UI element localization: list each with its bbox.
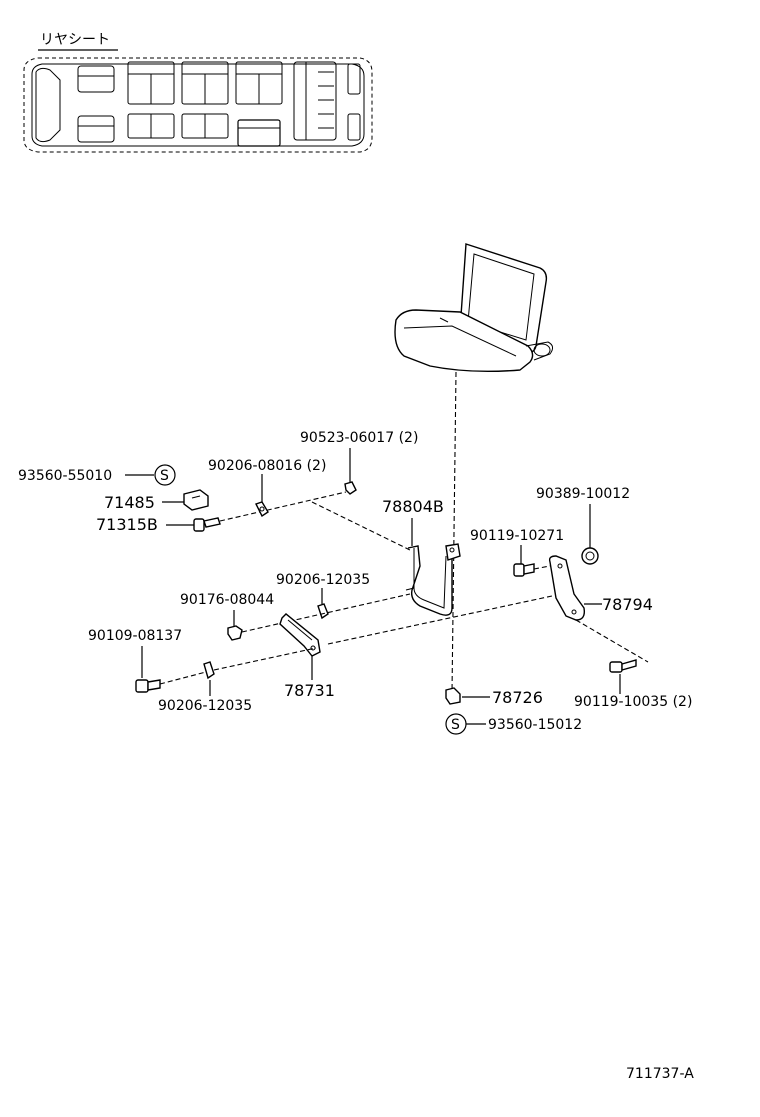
- label-71485: 71485: [104, 493, 155, 512]
- label-90206-12035-b: 90206-12035: [158, 698, 252, 714]
- label-90119-10271: 90119-10271: [470, 528, 564, 544]
- label-90389-10012: 90389-10012: [536, 486, 630, 502]
- stopper-78726-icon: [445, 687, 461, 705]
- s-marker-text: S: [160, 468, 169, 484]
- rear-seat-illustration: [394, 243, 554, 373]
- label-90523-06017: 90523-06017 (2): [300, 430, 418, 446]
- s-marker-icon: [154, 464, 176, 486]
- seat-cover-part-icon: [183, 489, 209, 511]
- label-90206-08016: 90206-08016 (2): [208, 458, 326, 474]
- bushing-90389-10012-icon: [581, 547, 599, 565]
- label-90109-08137: 90109-08137: [88, 628, 182, 644]
- label-78731: 78731: [284, 681, 335, 700]
- label-71315b: 71315B: [96, 515, 158, 534]
- vehicle-layout-icon: [23, 57, 373, 153]
- washer-90206-12035-lower-icon: [203, 661, 215, 680]
- diagram-code: 711737-A: [626, 1066, 694, 1082]
- stay-78794-icon: [548, 555, 586, 621]
- label-93560-55010: 93560-55010: [18, 468, 112, 484]
- washer-90206-12035-upper-icon: [317, 603, 329, 620]
- clip-90523-06017-icon: [344, 481, 357, 495]
- centerline: [451, 371, 457, 693]
- s-marker-text-2: S: [451, 717, 460, 733]
- label-93560-15012: 93560-15012: [488, 717, 582, 733]
- bolt-71315b-icon: [193, 517, 221, 532]
- bolt-90119-10035-icon: [609, 659, 637, 673]
- label-90119-10035: 90119-10035 (2): [574, 694, 692, 710]
- label-78794: 78794: [602, 595, 653, 614]
- label-78804b: 78804B: [382, 497, 444, 516]
- label-78726: 78726: [492, 688, 543, 707]
- nut-90176-08044-icon: [227, 625, 243, 641]
- header-title: リヤシート: [40, 32, 110, 48]
- bolt-90109-08137-icon: [135, 679, 161, 693]
- label-90206-12035-a: 90206-12035: [276, 572, 370, 588]
- label-90176-08044: 90176-08044: [180, 592, 274, 608]
- leg-bracket-78804b-icon: [405, 543, 461, 616]
- bolt-90119-10271-icon: [513, 563, 535, 577]
- washer-90206-08016-icon: [255, 501, 269, 518]
- bar-78731-icon: [279, 613, 321, 657]
